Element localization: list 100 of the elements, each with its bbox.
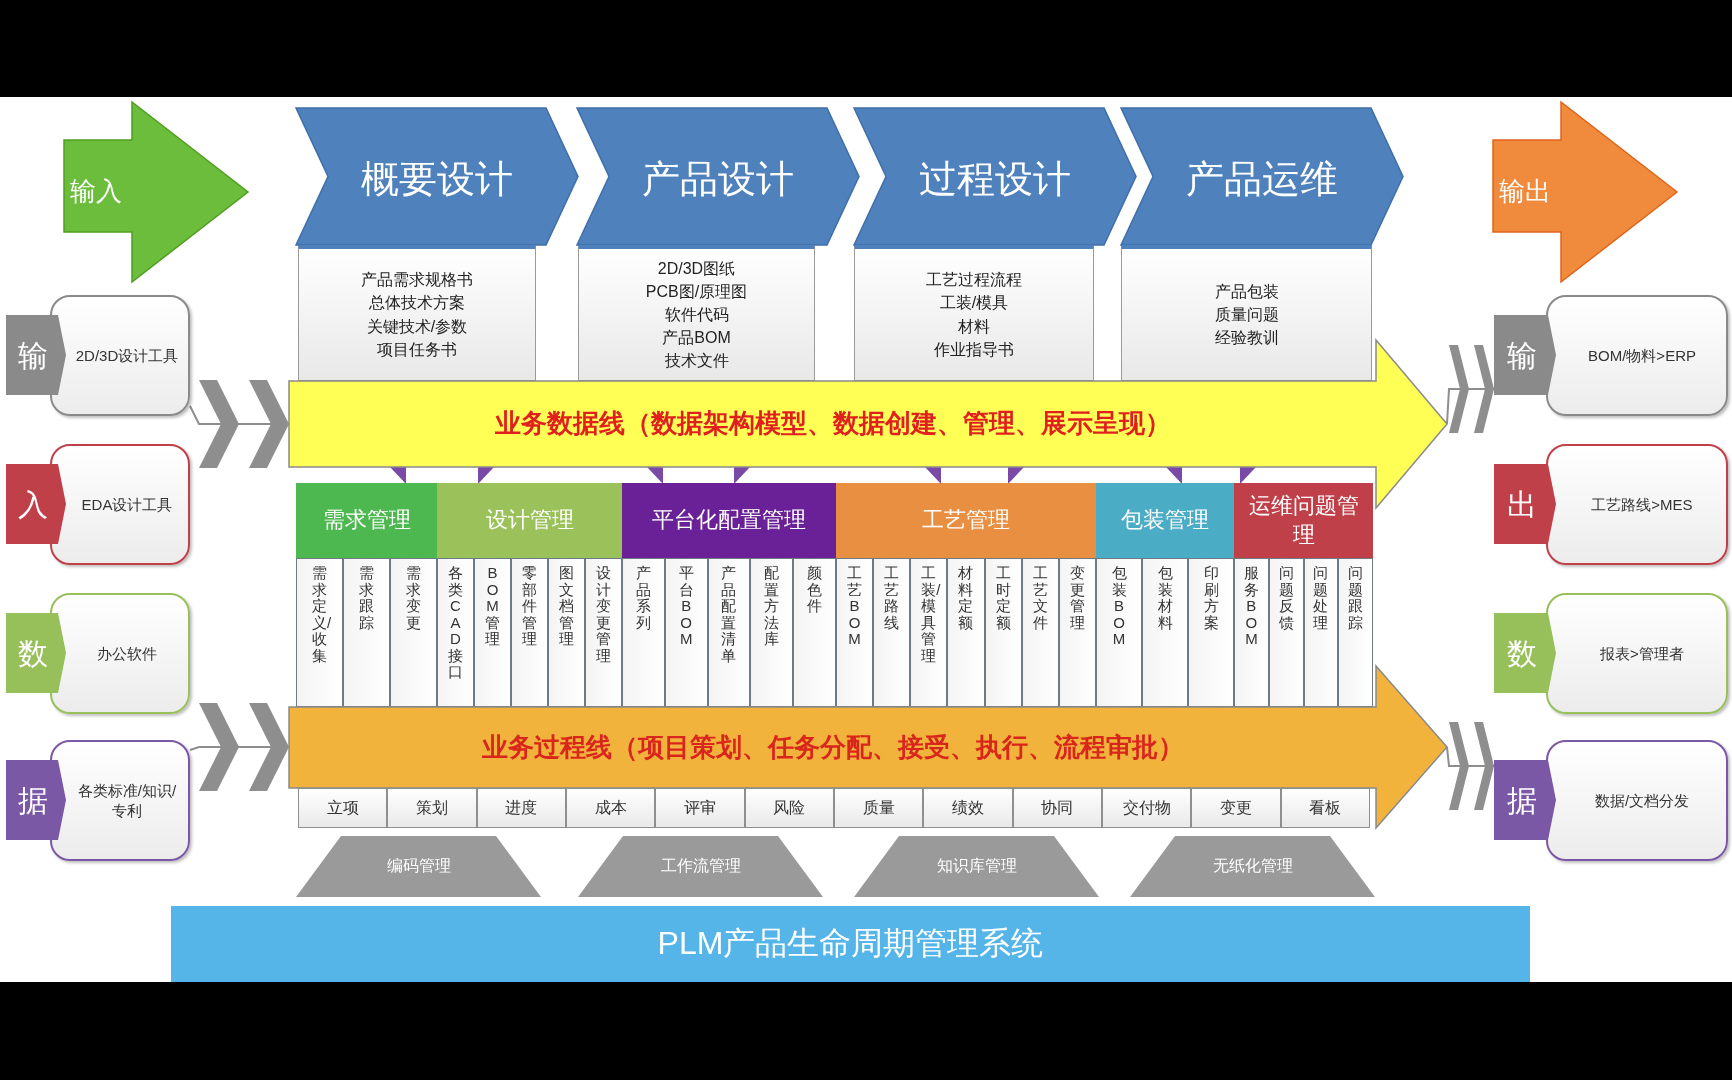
task-cell <box>1102 788 1192 828</box>
function-label: 产品系列 <box>635 565 651 631</box>
function-label: 印刷方案 <box>1203 565 1219 631</box>
function-column <box>548 558 585 707</box>
module-title: 运维问题管理 <box>1247 491 1360 549</box>
function-label: 工艺BOM <box>847 565 863 648</box>
function-label: BOM管理 <box>485 565 500 648</box>
function-label: 服务BOM <box>1243 565 1259 648</box>
platform-label: 编码管理 <box>386 856 451 877</box>
function-column <box>873 558 911 707</box>
platform-label: 无纸化管理 <box>1212 856 1293 877</box>
deliverables-card <box>578 245 815 381</box>
deliverable-item: 软件代码 <box>664 304 729 325</box>
function-label: 工艺路线 <box>884 565 900 631</box>
task-cell <box>655 788 745 828</box>
deliverable-item: 材料 <box>958 316 990 337</box>
task-label: 风险 <box>773 797 806 818</box>
task-cell <box>387 788 477 828</box>
function-column <box>750 558 794 707</box>
tab-label: 输 <box>1507 337 1537 374</box>
deliverable-item: 技术文件 <box>664 351 729 372</box>
input-arrow <box>64 102 248 282</box>
arrow-label: 输入 <box>70 175 122 209</box>
function-label: 产品配置清单 <box>721 565 737 664</box>
deliverable-item: PCB图/原理图 <box>645 281 748 302</box>
module-header <box>1234 483 1373 558</box>
category-tab <box>1494 464 1556 544</box>
task-label: 评审 <box>684 797 716 818</box>
category-tab <box>6 613 66 693</box>
module-header <box>437 483 622 558</box>
function-column <box>664 558 708 707</box>
platform-label: 知识库管理 <box>936 856 1017 877</box>
tool-card <box>50 295 190 416</box>
deliverable-item: 作业指导书 <box>934 339 1014 360</box>
deliverables-card <box>298 245 536 381</box>
function-label: 问题跟踪 <box>1348 565 1364 631</box>
category-tab <box>1494 315 1556 395</box>
function-column <box>1268 558 1304 707</box>
function-column <box>1142 558 1188 707</box>
deliverables-card <box>1121 245 1372 381</box>
function-column <box>343 558 390 707</box>
function-label: 颜色件 <box>807 565 823 615</box>
task-label: 进度 <box>505 797 538 818</box>
category-tab <box>1494 760 1556 840</box>
task-label: 策划 <box>416 797 448 818</box>
function-column <box>836 558 874 707</box>
platform-trapezoid <box>296 836 541 897</box>
platform-trapezoid <box>1130 836 1375 897</box>
function-column <box>437 558 474 707</box>
deliverable-item: 工装/模具 <box>939 293 1009 314</box>
function-column <box>1058 558 1096 707</box>
function-column <box>1096 558 1142 707</box>
arrow-label: 输出 <box>1499 175 1551 209</box>
function-label: 包装材料 <box>1157 565 1173 631</box>
task-label: 质量 <box>862 797 895 818</box>
task-label: 交付物 <box>1122 797 1171 818</box>
tool-label: BOM/物料>ERP <box>1588 345 1696 366</box>
module-title: 工艺管理 <box>922 506 1010 535</box>
task-cell <box>1012 788 1102 828</box>
phase-title: 概要设计 <box>361 156 513 202</box>
function-label: 设计变更管理 <box>596 565 611 664</box>
task-label: 看板 <box>1309 797 1342 818</box>
function-label: 包装BOM <box>1111 565 1127 648</box>
function-label: 问题反馈 <box>1278 565 1294 631</box>
task-cell <box>476 788 566 828</box>
tab-label: 出 <box>1507 486 1537 523</box>
task-label: 绩效 <box>952 797 984 818</box>
module-title: 需求管理 <box>322 506 411 535</box>
function-label: 需求变更 <box>406 565 421 631</box>
function-label: 各类CAD接口 <box>448 565 463 681</box>
task-cell <box>1191 788 1281 828</box>
function-column <box>1188 558 1234 707</box>
system-bar <box>171 906 1530 982</box>
tool-label: 工艺路线>MES <box>1591 494 1693 515</box>
task-cell <box>834 788 924 828</box>
module-title: 平台化配置管理 <box>652 506 806 535</box>
function-column <box>1338 558 1373 707</box>
function-label: 需求跟踪 <box>359 565 374 631</box>
function-column <box>296 558 343 707</box>
function-label: 零部件管理 <box>522 565 537 648</box>
function-column <box>511 558 548 707</box>
deliverables-card <box>854 245 1094 381</box>
function-column <box>1234 558 1269 707</box>
deliverable-item: 产品需求规格书 <box>361 270 473 291</box>
task-label: 变更 <box>1220 797 1252 818</box>
deliverable-item: 2D/3D图纸 <box>657 258 736 279</box>
output-card <box>1546 740 1728 861</box>
function-label: 配置方法库 <box>764 565 780 648</box>
output-card <box>1546 593 1728 714</box>
category-tab <box>1494 613 1556 693</box>
tool-label: 报表>管理者 <box>1600 643 1684 664</box>
task-cell <box>923 788 1013 828</box>
phase-title: 产品运维 <box>1186 156 1338 202</box>
tool-card <box>50 444 190 565</box>
function-label: 平台BOM <box>678 565 694 648</box>
output-card <box>1546 444 1728 565</box>
tab-label: 入 <box>18 486 48 523</box>
category-tab <box>6 464 66 544</box>
deliverable-item: 关键技术/参数 <box>366 316 468 337</box>
platform-trapezoid <box>578 836 823 897</box>
